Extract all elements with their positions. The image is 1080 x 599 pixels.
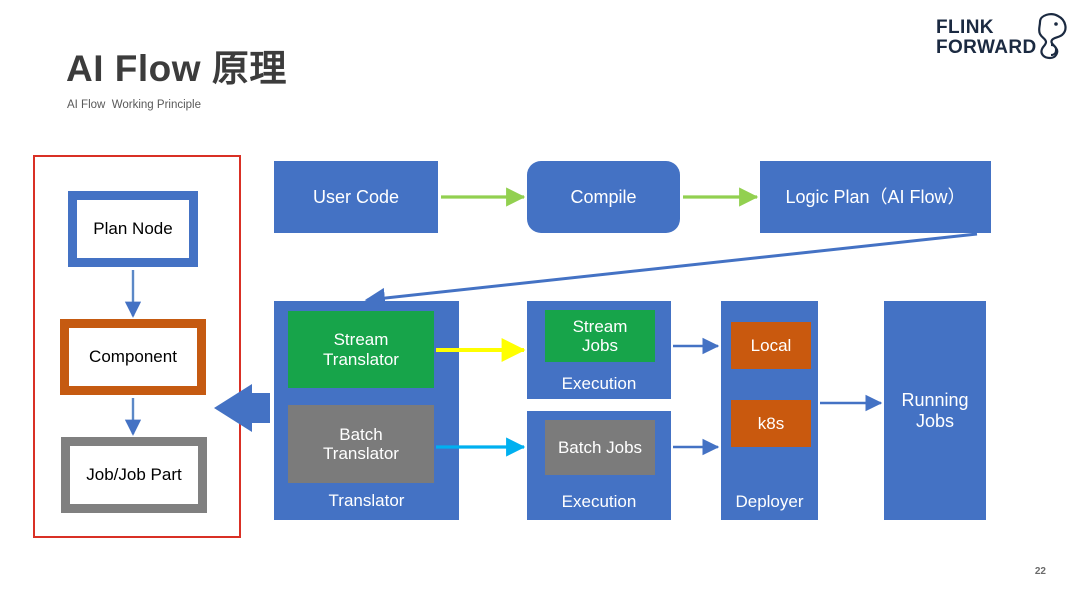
stream-jobs-box[interactable]: Stream Jobs <box>545 310 655 362</box>
stream-translator-label: Stream Translator <box>323 330 399 369</box>
stream-translator-box[interactable]: Stream Translator <box>288 311 434 388</box>
translator-container-label: Translator <box>328 491 405 510</box>
batch-translator-label: Batch Translator <box>323 424 399 463</box>
plan-node-box[interactable]: Plan Node <box>68 191 198 267</box>
batch-translator-box[interactable]: Batch Translator <box>288 405 434 483</box>
logo-line-2: FORWARD <box>936 37 1037 58</box>
stream-jobs-label: Stream Jobs <box>572 316 628 355</box>
compile-box[interactable]: Compile <box>527 161 680 233</box>
component-box[interactable]: Component <box>60 319 206 395</box>
user-code-box[interactable]: User Code <box>274 161 438 233</box>
logic-plan-label: Logic Plan（AI Flow） <box>785 186 966 207</box>
logo-line-1: FLINK <box>936 17 994 38</box>
batch-jobs-box[interactable]: Batch Jobs <box>545 420 655 475</box>
job-part-box[interactable]: Job/Job Part <box>61 437 207 513</box>
user-code-label: User Code <box>312 186 400 207</box>
local-box[interactable]: Local <box>731 322 811 369</box>
page-subtitle: AI Flow Working Principle <box>67 99 201 111</box>
local-label: Local <box>750 335 792 355</box>
page-title: AI Flow 原理 <box>66 48 287 89</box>
logic-plan-box[interactable]: Logic Plan（AI Flow） <box>760 161 991 233</box>
plan-node-detail-frame <box>33 155 241 538</box>
page-number: 22 <box>1034 566 1046 577</box>
batch-execution-container-label: Execution <box>561 492 637 511</box>
plan-node-label: Plan Node <box>93 219 173 239</box>
k8s-label: k8s <box>757 413 785 433</box>
running-jobs-label: Running Jobs <box>901 390 969 431</box>
job-part-label: Job/Job Part <box>86 465 182 485</box>
batch-jobs-label: Batch Jobs <box>557 437 643 457</box>
compile-label: Compile <box>570 186 637 207</box>
k8s-box[interactable]: k8s <box>731 400 811 447</box>
stream-execution-container-label: Execution <box>561 374 637 393</box>
running-jobs-box[interactable]: Running Jobs <box>884 301 986 520</box>
component-label: Component <box>89 347 177 367</box>
arrow-logicplan-to-translator <box>364 232 978 309</box>
deployer-container-label: Deployer <box>735 492 804 511</box>
squirrel-icon <box>1038 13 1067 60</box>
